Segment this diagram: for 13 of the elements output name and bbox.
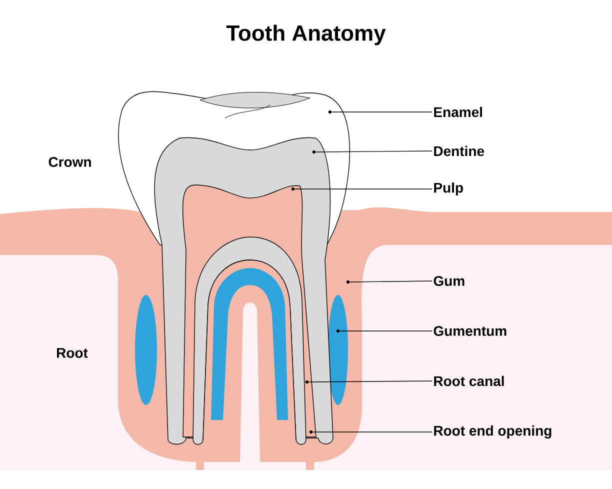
callout-label: Pulp — [434, 182, 463, 196]
callout-label: Root end opening — [434, 425, 552, 439]
callout-label: Gum — [434, 276, 464, 286]
callout-label: Root canal — [434, 376, 504, 386]
leader-line — [308, 380, 432, 382]
part-label: Root — [57, 348, 88, 358]
title: Tooth Anatomy — [226, 24, 386, 46]
callout-label: Gumentum — [434, 326, 506, 336]
leader-line — [339, 330, 432, 332]
leader-line — [315, 150, 432, 152]
part-label: Crown — [48, 157, 91, 167]
callout-label: Dentine — [434, 146, 484, 156]
callout-label: Enamel — [434, 106, 482, 118]
